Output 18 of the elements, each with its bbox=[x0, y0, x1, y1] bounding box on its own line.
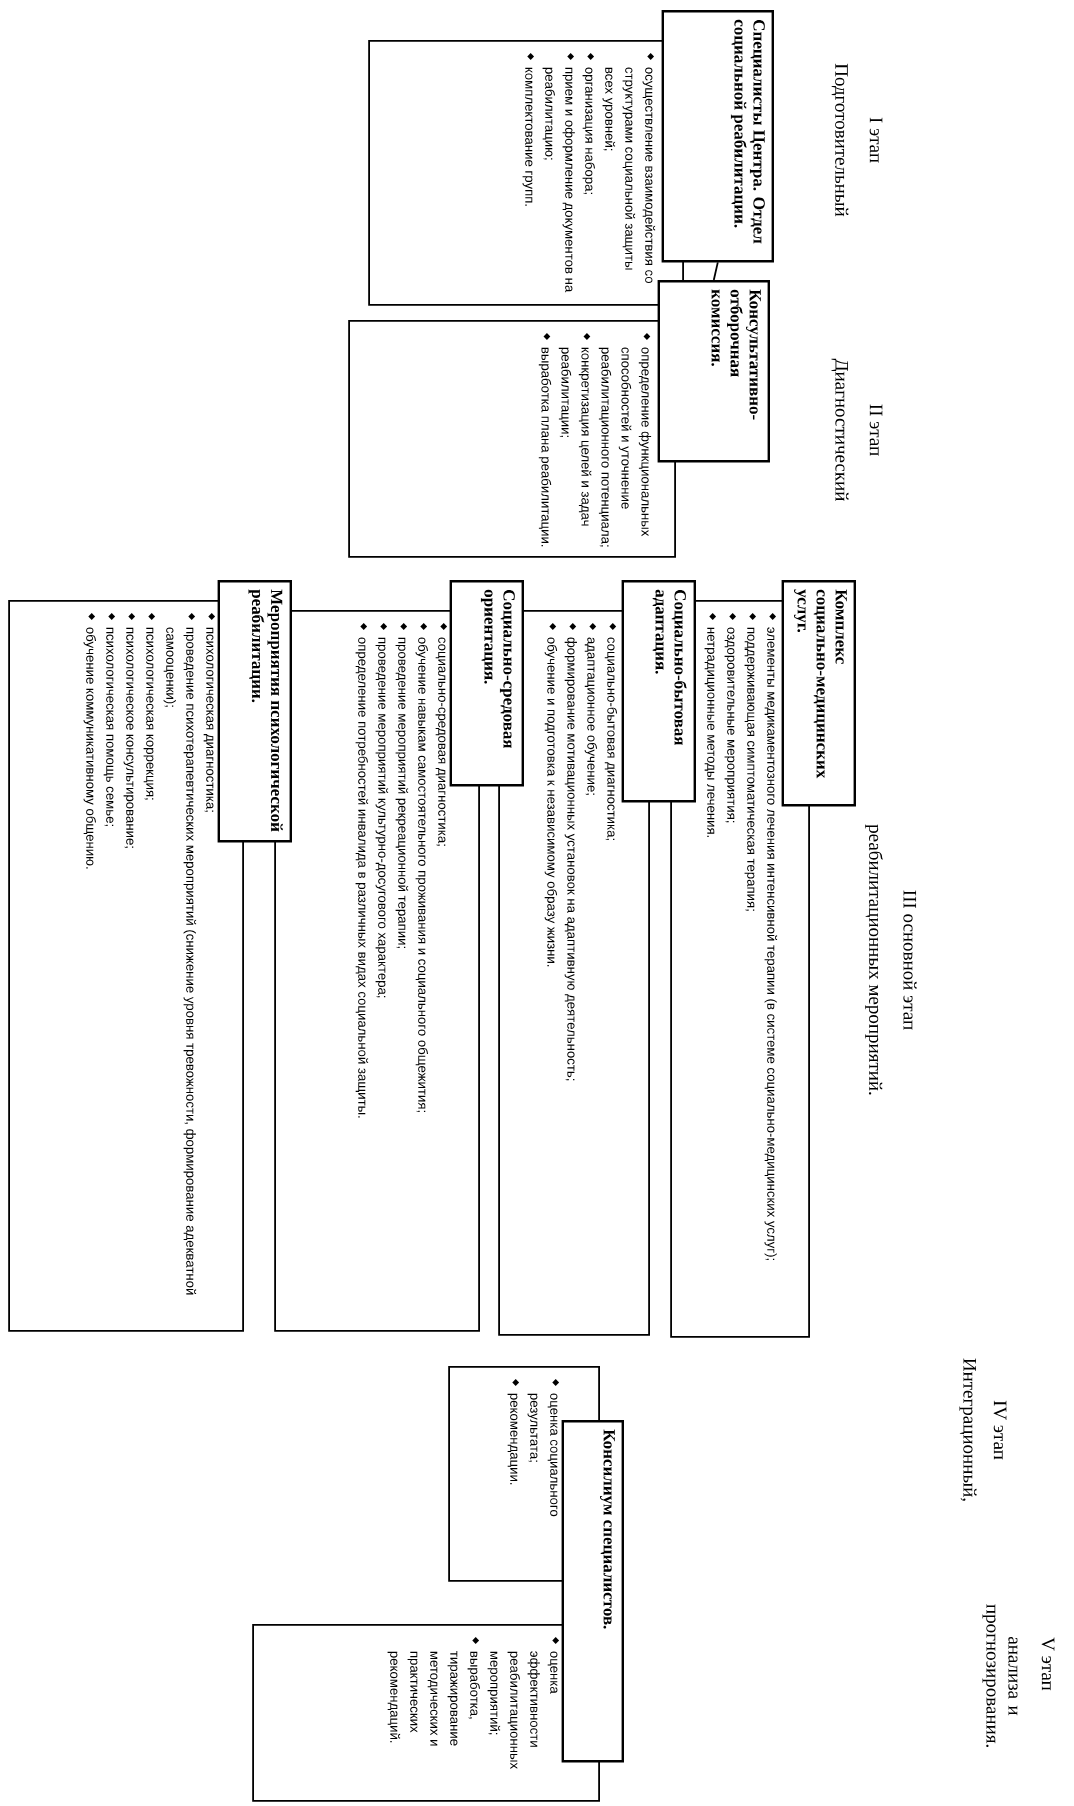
heading-box: Специалисты Центра. Отдел социальной реабилитации. bbox=[661, 10, 774, 263]
stage-heading: IV этап bbox=[993, 1400, 1007, 1460]
stage-heading: I этап bbox=[869, 117, 883, 163]
stage-heading: II этап bbox=[869, 404, 883, 456]
heading-box: Комплекс социально-медицинских услуг. bbox=[781, 580, 856, 807]
stage-heading: V этап bbox=[1041, 1637, 1055, 1691]
heading-box: Социально-средовая ориентация. bbox=[449, 580, 524, 787]
stage-heading: Интеграционный, bbox=[959, 1358, 977, 1501]
heading-box: Социально-бытовая адаптация. bbox=[621, 580, 696, 803]
stage-heading: III основной этап bbox=[903, 890, 917, 1030]
stage-heading: Диагностический bbox=[831, 358, 849, 501]
stage-heading: анализа и прогнозирования. bbox=[982, 1604, 1018, 1747]
stage-heading: Подготовительный bbox=[831, 63, 849, 217]
heading-box: Консультативно-отборочная комиссия. bbox=[657, 280, 770, 463]
heading-box: Мероприятия психологической реабилитации. bbox=[217, 580, 292, 843]
connector-line bbox=[712, 261, 719, 281]
heading-box: Консилиум специалистов. bbox=[561, 1420, 624, 1763]
stage-heading: реабилитационных мероприятий. bbox=[865, 824, 883, 1095]
